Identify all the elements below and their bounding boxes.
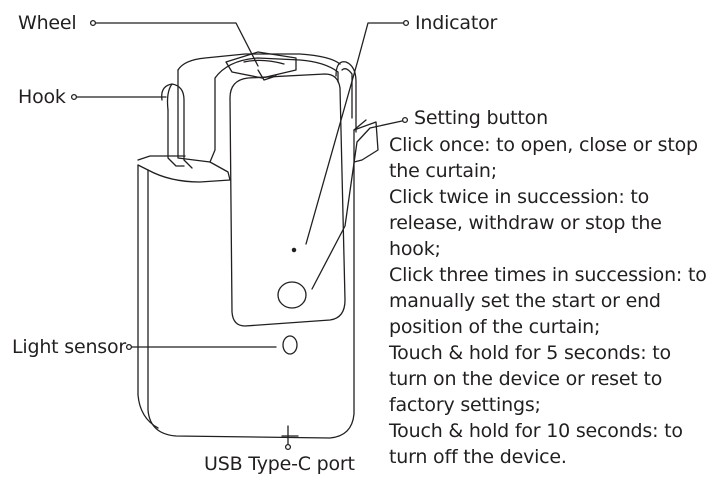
description-line: position of the curtain;	[389, 316, 601, 338]
indicator-light	[291, 247, 297, 253]
device-body-side	[137, 164, 159, 429]
wheel-housing	[177, 57, 339, 163]
wheel-label: Wheel	[18, 12, 77, 34]
front-panel	[229, 73, 346, 327]
description-line: factory settings;	[389, 394, 541, 416]
description-line: turn off the device.	[389, 446, 567, 468]
hook-label: Hook	[18, 86, 66, 108]
description-line: Touch & hold for 10 seconds: to	[389, 420, 683, 442]
description-line: Click once: to open, close or stop	[389, 134, 698, 156]
setting-button-description: Click once: to open, close or stop the c…	[389, 132, 707, 470]
description-line: release, withdraw or stop the	[389, 212, 662, 234]
leader-lines	[70, 19, 410, 451]
description-line: the curtain;	[389, 160, 497, 182]
light-sensor-shape	[282, 335, 298, 355]
device-body-top	[147, 169, 231, 183]
setting-button-shape[interactable]	[277, 281, 307, 309]
right-hook	[335, 61, 357, 133]
usb-port-label: USB Type-C port	[204, 453, 355, 475]
description-line: Click twice in succession: to	[389, 186, 650, 208]
light-sensor-label: Light sensor	[12, 336, 127, 358]
description-line: turn on the device or reset to	[389, 368, 663, 390]
description-line: Click three times in succession: to	[389, 264, 707, 286]
description-line: manually set the start or end	[389, 290, 661, 312]
wheel-shape	[225, 51, 297, 79]
indicator-label: Indicator	[415, 12, 498, 34]
description-line: Touch & hold for 5 seconds: to	[389, 342, 671, 364]
description-line: hook;	[389, 238, 441, 260]
device-body-front	[147, 129, 355, 439]
setting-button-label: Setting button	[414, 107, 548, 129]
